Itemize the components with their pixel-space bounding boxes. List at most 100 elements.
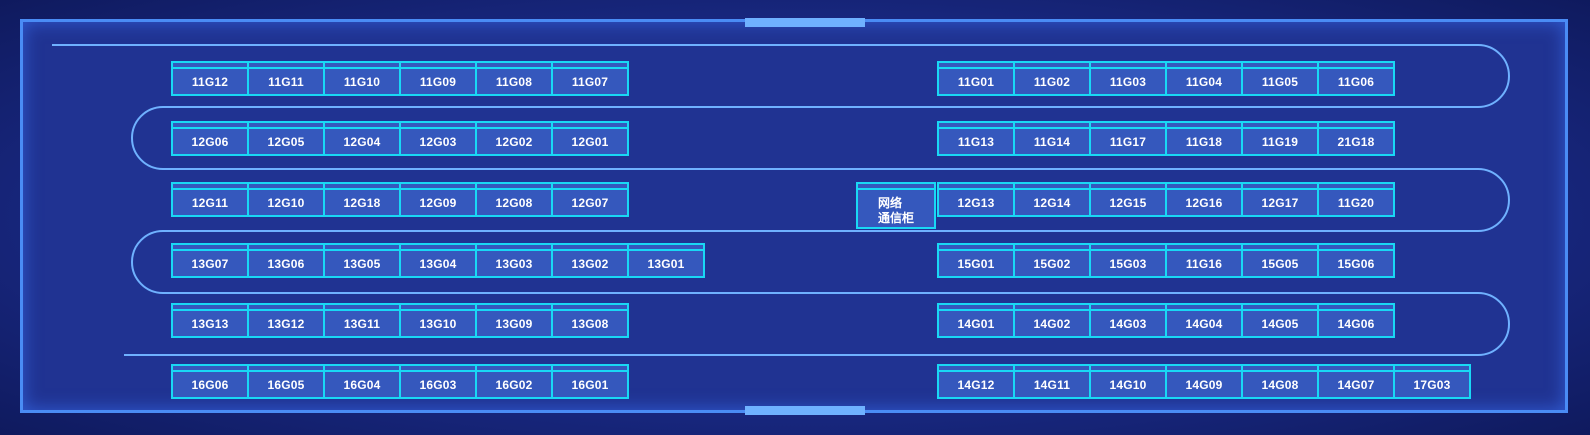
cabinet-15g01[interactable]: 15G01: [937, 243, 1015, 278]
cabinet-12g01[interactable]: 12G01: [551, 121, 629, 156]
cabinet-top-strip: [629, 245, 703, 251]
cabinet-14g07[interactable]: 14G07: [1317, 364, 1395, 399]
cabinet-16g06[interactable]: 16G06: [171, 364, 249, 399]
network-cabinet-label-line2: 通信柜: [878, 211, 915, 225]
cabinet-top-strip: [401, 366, 475, 372]
cabinet-13g03[interactable]: 13G03: [475, 243, 553, 278]
cabinet-12g08[interactable]: 12G08: [475, 182, 553, 217]
cabinet-14g12[interactable]: 14G12: [937, 364, 1015, 399]
cabinet-13g10[interactable]: 13G10: [399, 303, 477, 338]
cabinet-11g02[interactable]: 11G02: [1013, 61, 1091, 96]
cabinet-12g14[interactable]: 12G14: [1013, 182, 1091, 217]
cabinet-11g07[interactable]: 11G07: [551, 61, 629, 96]
cabinet-11g03[interactable]: 11G03: [1089, 61, 1167, 96]
cabinet-13g13[interactable]: 13G13: [171, 303, 249, 338]
cabinet-11g17[interactable]: 11G17: [1089, 121, 1167, 156]
cabinet-12g06[interactable]: 12G06: [171, 121, 249, 156]
cabinet-13g08[interactable]: 13G08: [551, 303, 629, 338]
cabinet-12g15[interactable]: 12G15: [1089, 182, 1167, 217]
cabinet-label: 12G15: [1109, 195, 1147, 210]
cabinet-11g11[interactable]: 11G11: [247, 61, 325, 96]
cabinet-11g19[interactable]: 11G19: [1241, 121, 1319, 156]
cabinet-top-strip: [1243, 366, 1317, 372]
cabinet-13g04[interactable]: 13G04: [399, 243, 477, 278]
cabinet-12g13[interactable]: 12G13: [937, 182, 1015, 217]
cabinet-14g09[interactable]: 14G09: [1165, 364, 1243, 399]
cabinet-11g10[interactable]: 11G10: [323, 61, 401, 96]
cabinet-21g18[interactable]: 21G18: [1317, 121, 1395, 156]
cabinet-17g03[interactable]: 17G03: [1393, 364, 1471, 399]
cabinet-14g08[interactable]: 14G08: [1241, 364, 1319, 399]
cabinet-label: 11G19: [1261, 134, 1299, 149]
cabinet-label: 11G17: [1109, 134, 1147, 149]
cabinet-11g06[interactable]: 11G06: [1317, 61, 1395, 96]
cabinet-12g10[interactable]: 12G10: [247, 182, 325, 217]
cabinet-13g05[interactable]: 13G05: [323, 243, 401, 278]
cabinet-top-strip: [173, 63, 247, 69]
cabinet-12g18[interactable]: 12G18: [323, 182, 401, 217]
cabinet-12g02[interactable]: 12G02: [475, 121, 553, 156]
cabinet-label: 13G09: [495, 316, 533, 331]
cabinet-12g07[interactable]: 12G07: [551, 182, 629, 217]
cabinet-label: 11G09: [419, 74, 457, 89]
cabinet-15g03[interactable]: 15G03: [1089, 243, 1167, 278]
cabinet-label: 17G03: [1413, 377, 1451, 392]
cabinet-14g03[interactable]: 14G03: [1089, 303, 1167, 338]
cabinet-14g05[interactable]: 14G05: [1241, 303, 1319, 338]
cabinet-14g11[interactable]: 14G11: [1013, 364, 1091, 399]
cabinet-label: 11G11: [268, 74, 304, 89]
cabinet-11g09[interactable]: 11G09: [399, 61, 477, 96]
cabinet-14g01[interactable]: 14G01: [937, 303, 1015, 338]
cabinet-11g16[interactable]: 11G16: [1165, 243, 1243, 278]
network-communication-cabinet[interactable]: 网络 通信柜: [856, 182, 936, 229]
cabinet-label: 14G02: [1033, 316, 1071, 331]
cabinet-13g01[interactable]: 13G01: [627, 243, 705, 278]
cabinet-14g04[interactable]: 14G04: [1165, 303, 1243, 338]
cabinet-12g03[interactable]: 12G03: [399, 121, 477, 156]
cabinet-16g05[interactable]: 16G05: [247, 364, 325, 399]
cabinet-13g12[interactable]: 13G12: [247, 303, 325, 338]
cabinet-label: 16G05: [267, 377, 305, 392]
cabinet-label: 12G18: [343, 195, 381, 210]
cabinet-13g07[interactable]: 13G07: [171, 243, 249, 278]
cabinet-11g12[interactable]: 11G12: [171, 61, 249, 96]
cabinet-12g11[interactable]: 12G11: [171, 182, 249, 217]
cabinet-12g17[interactable]: 12G17: [1241, 182, 1319, 217]
cabinet-label: 12G03: [419, 134, 457, 149]
cabinet-15g06[interactable]: 15G06: [1317, 243, 1395, 278]
cabinet-16g03[interactable]: 16G03: [399, 364, 477, 399]
cabinet-15g05[interactable]: 15G05: [1241, 243, 1319, 278]
cabinet-14g02[interactable]: 14G02: [1013, 303, 1091, 338]
cabinet-16g04[interactable]: 16G04: [323, 364, 401, 399]
cabinet-11g13[interactable]: 11G13: [937, 121, 1015, 156]
cabinet-16g01[interactable]: 16G01: [551, 364, 629, 399]
cabinet-12g04[interactable]: 12G04: [323, 121, 401, 156]
cabinet-11g05[interactable]: 11G05: [1241, 61, 1319, 96]
cabinet-11g01[interactable]: 11G01: [937, 61, 1015, 96]
cabinet-14g06[interactable]: 14G06: [1317, 303, 1395, 338]
cabinet-top-strip: [1091, 184, 1165, 190]
cabinet-11g18[interactable]: 11G18: [1165, 121, 1243, 156]
cabinet-12g05[interactable]: 12G05: [247, 121, 325, 156]
cabinet-12g09[interactable]: 12G09: [399, 182, 477, 217]
cabinet-top-strip: [1015, 366, 1089, 372]
cabinet-12g16[interactable]: 12G16: [1165, 182, 1243, 217]
bottom-entrance-marker: [745, 406, 865, 415]
cabinet-top-strip: [1319, 245, 1393, 251]
cabinet-label: 14G07: [1337, 377, 1375, 392]
cabinet-top-strip: [553, 123, 627, 129]
cabinet-11g20[interactable]: 11G20: [1317, 182, 1395, 217]
cabinet-16g02[interactable]: 16G02: [475, 364, 553, 399]
cabinet-13g06[interactable]: 13G06: [247, 243, 325, 278]
cabinet-top-strip: [249, 366, 323, 372]
cabinet-13g09[interactable]: 13G09: [475, 303, 553, 338]
cabinet-13g11[interactable]: 13G11: [323, 303, 401, 338]
cabinet-14g10[interactable]: 14G10: [1089, 364, 1167, 399]
cabinet-13g02[interactable]: 13G02: [551, 243, 629, 278]
cabinet-11g04[interactable]: 11G04: [1165, 61, 1243, 96]
cabinet-label: 11G13: [957, 134, 995, 149]
cabinet-11g08[interactable]: 11G08: [475, 61, 553, 96]
cabinet-15g02[interactable]: 15G02: [1013, 243, 1091, 278]
cabinet-11g14[interactable]: 11G14: [1013, 121, 1091, 156]
